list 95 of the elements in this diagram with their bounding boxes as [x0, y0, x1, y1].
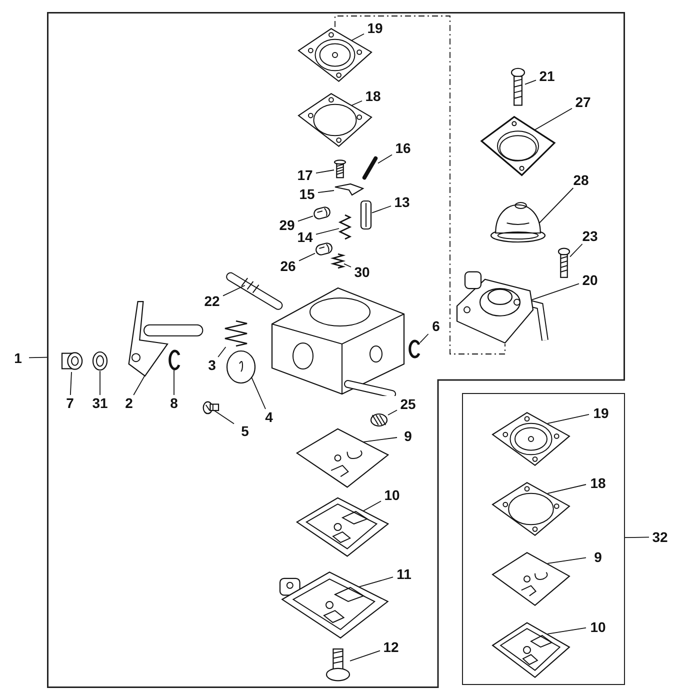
leader-line [534, 108, 572, 130]
leader-line [218, 346, 226, 358]
leader-line [372, 206, 392, 214]
leader-line [70, 372, 72, 396]
callout-number: 23 [579, 228, 601, 244]
leader-line [351, 100, 362, 106]
leader-line [251, 376, 266, 410]
leader-line [351, 33, 364, 41]
diaphragm-drawing [491, 551, 571, 607]
callout-number: 32 [649, 529, 671, 545]
gasket-drawing [491, 621, 571, 679]
diaphragm-drawing [295, 427, 390, 489]
screw-drawing [511, 68, 525, 106]
leader-line [538, 188, 574, 224]
leader-line [547, 627, 586, 634]
leader-line [133, 374, 146, 396]
leader-line [388, 410, 398, 416]
callout-number: 11 [393, 566, 415, 582]
leader-line [358, 576, 394, 588]
leader-line [524, 80, 536, 85]
callout-number: 20 [579, 272, 601, 288]
pin-drawing [362, 156, 378, 180]
leader-line [362, 437, 398, 442]
callout-number: 2 [118, 395, 140, 411]
bushing-drawing [60, 350, 84, 372]
pad-drawing [315, 243, 333, 255]
callout-number: 12 [380, 639, 402, 655]
callout-number: 5 [234, 423, 256, 439]
clip-drawing [168, 350, 180, 370]
diaphragm-drawing [491, 411, 571, 467]
callout-number: 31 [89, 395, 111, 411]
leader-line [624, 536, 650, 538]
needle-drawing [360, 200, 372, 230]
callout-number: 7 [59, 395, 81, 411]
callout-number: 10 [381, 487, 403, 503]
callout-number: 19 [364, 20, 386, 36]
callout-number: 9 [587, 549, 609, 565]
gasket-drawing [480, 115, 556, 177]
leader-line [214, 410, 234, 424]
callout-number: 6 [425, 318, 447, 334]
washer-drawing [92, 351, 108, 371]
callout-number: 3 [201, 357, 223, 373]
leader-line [350, 650, 380, 662]
screw-drawing [334, 160, 346, 178]
leader-line [362, 500, 382, 512]
callout-number: 21 [536, 68, 558, 84]
callout-number: 26 [277, 258, 299, 274]
callout-number: 8 [163, 395, 185, 411]
callout-number: 30 [351, 264, 373, 280]
leader-line [316, 228, 340, 235]
leader-line [547, 484, 586, 494]
spring-drawing [224, 320, 248, 347]
callout-number: 25 [397, 396, 419, 412]
callout-number: 9 [397, 428, 419, 444]
callout-number: 10 [587, 619, 609, 635]
callout-number: 1 [7, 350, 29, 366]
leader-line [378, 154, 392, 164]
callout-number: 28 [570, 172, 592, 188]
filter-drawing [370, 413, 388, 427]
callout-number: 17 [294, 167, 316, 183]
screw-drawing [558, 248, 570, 278]
callout-number: 16 [392, 140, 414, 156]
lever-drawing [334, 181, 364, 196]
leader-line [28, 356, 48, 358]
leader-line [420, 334, 429, 344]
leader-line [344, 263, 352, 268]
leader-line [298, 252, 316, 262]
leader-line [298, 216, 314, 222]
callout-number: 19 [590, 405, 612, 421]
leader-line [316, 170, 334, 174]
gasket-drawing [491, 481, 571, 537]
screw-drawing [203, 400, 219, 414]
leader-line [547, 557, 586, 564]
callout-number: 27 [572, 94, 594, 110]
clip-drawing [408, 340, 420, 358]
assembly-frame [462, 393, 625, 685]
disc-drawing [226, 350, 256, 384]
leader-line [531, 283, 580, 300]
assembly-frame [47, 12, 625, 688]
screw-drawing [326, 648, 350, 682]
callout-number: 18 [587, 475, 609, 491]
leader-line [570, 244, 583, 258]
callout-number: 15 [296, 186, 318, 202]
leader-line [222, 284, 246, 296]
leader-line [318, 190, 334, 194]
pad-drawing [313, 207, 331, 219]
gasket-drawing [280, 570, 390, 640]
leader-line [547, 414, 590, 424]
spring-drawing [339, 214, 351, 240]
callout-number: 18 [362, 88, 384, 104]
callout-number: 13 [391, 194, 413, 210]
callout-number: 4 [258, 409, 280, 425]
alignment-line [334, 16, 506, 354]
callout-number: 22 [201, 293, 223, 309]
spring-drawing [332, 253, 344, 269]
